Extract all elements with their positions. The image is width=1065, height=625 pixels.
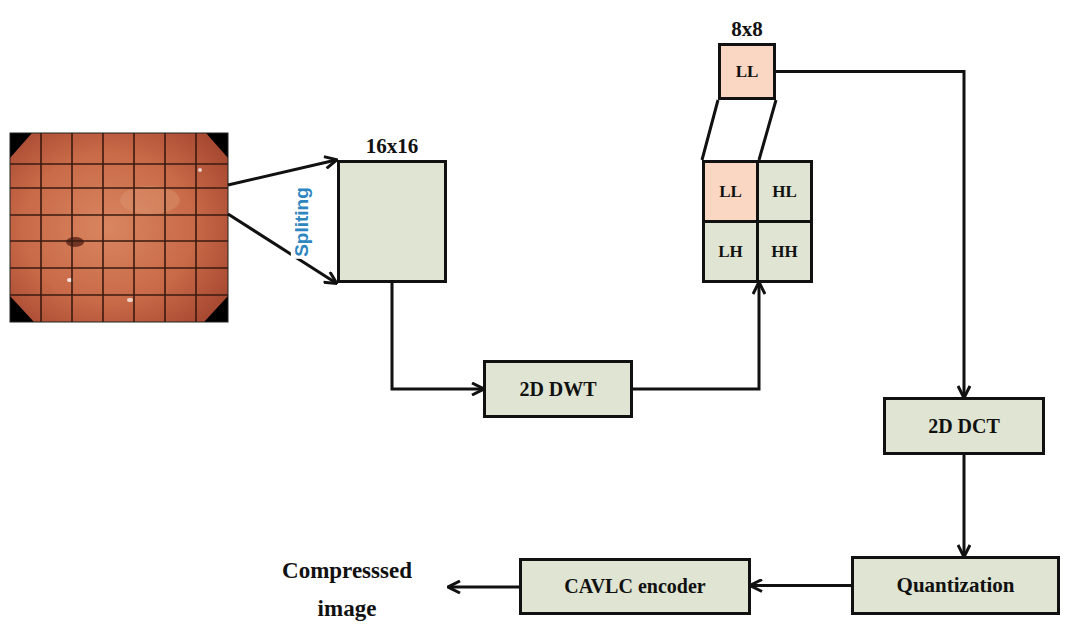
block-box: 16x16 [337,160,447,283]
subband-cell: LH [702,220,759,283]
flow-arrow [963,455,966,556]
process-box: 2D DWT [483,360,633,418]
endoscopy-image [10,133,228,322]
process-box: CAVLC encoder [519,558,751,615]
box-label: HH [771,242,797,262]
subband-box: 8x8LL [718,43,776,100]
split-label: Spliting [291,185,313,259]
split-arrow [228,160,336,185]
box-label: 2D DCT [928,415,1000,438]
box-label: LL [719,182,742,202]
subband-cell: HH [756,220,813,283]
box-label: LH [718,242,743,262]
subband-cell: LL [702,160,759,223]
flow-arrow [751,584,851,587]
box-label: HL [772,182,797,202]
output-arrow [449,586,519,589]
output-label: Compresssed image [250,552,444,625]
size-heading: 8x8 [731,17,763,41]
subband-cell: HL [756,160,813,223]
box-label: LL [736,62,759,82]
flow-arrow [392,283,483,389]
box-label: CAVLC encoder [564,575,705,598]
box-label: Quantization [897,573,1015,597]
split-arrow [228,214,336,283]
box-label: 2D DWT [519,378,596,401]
flow-arrow [633,283,759,389]
size-heading: 16x16 [366,134,419,158]
process-box: 2D DCT [883,397,1045,455]
process-box: Quantization [851,556,1060,615]
flow-arrow [702,100,776,160]
